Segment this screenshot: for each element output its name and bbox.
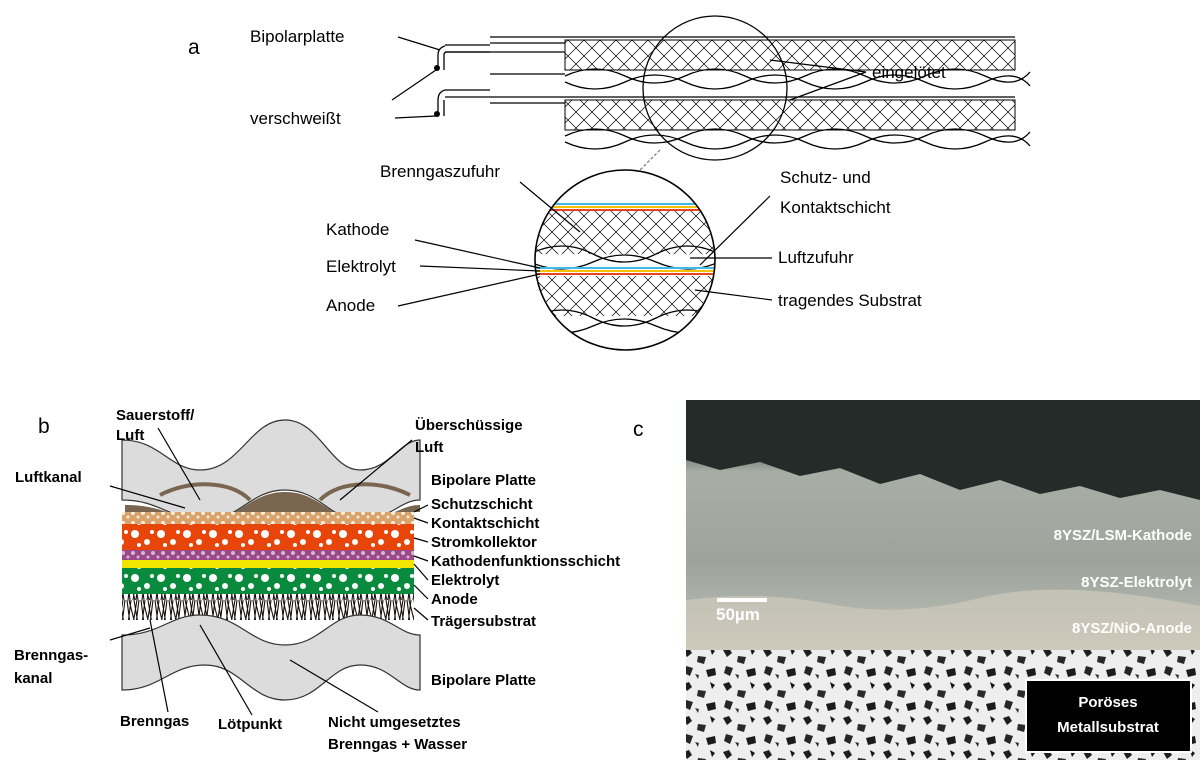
label-elektrolyt-a: Elektrolyt (326, 257, 396, 276)
label-nicht-line1: Nicht umgesetztes (328, 714, 461, 731)
panel-a-letter: a (188, 36, 200, 59)
label-ueberschuss-line2: Luft (415, 439, 443, 456)
label-anode-b: Anode (431, 591, 478, 608)
label-loetpunkt: Lötpunkt (218, 716, 282, 733)
label-luftzufuhr: Luftzufuhr (778, 248, 854, 267)
label-brenngas: Brenngas (120, 713, 189, 730)
label-ueberschuss-line1: Überschüssige (415, 417, 523, 434)
label-schutz-line1: Schutz- und (780, 168, 871, 187)
label-nicht-line2: Brenngas + Wasser (328, 736, 467, 753)
label-bipolarplatte: Bipolarplatte (250, 27, 345, 46)
label-anode-a: Anode (326, 296, 375, 315)
label-eingeloetet: eingelötet (872, 63, 946, 82)
label-bipolare-top: Bipolare Platte (431, 472, 536, 489)
label-kathode: Kathode (326, 220, 389, 239)
label-substrat-line1: Poröses (1078, 694, 1137, 711)
label-brenngaszufuhr: Brenngaszufuhr (380, 162, 500, 181)
label-verschweisst: verschweißt (250, 109, 341, 128)
panel-b-letter: b (38, 415, 50, 438)
label-substrat-line2: Metallsubstrat (1057, 719, 1159, 736)
label-elektrolyt-b: Elektrolyt (431, 572, 499, 589)
zoom-circle (530, 170, 720, 360)
label-substrat: tragendes Substrat (778, 291, 922, 310)
panel-a: a Bipolarplatte verschweißt (188, 16, 1030, 360)
stack-drawing (434, 16, 1030, 190)
electrolyte-layer (122, 560, 414, 568)
label-kontaktschicht: Kontaktschicht (431, 515, 539, 532)
bipolar-plate-bottom (122, 615, 420, 700)
label-brenngaskanal-line2: kanal (14, 670, 52, 687)
substrat-box (1026, 680, 1191, 752)
scale-bar (717, 598, 767, 602)
label-sauerstoff-line2: Luft (116, 427, 144, 444)
panel-c: c 50µm 8YSZ/LSM-Kathode 8YSZ-Elektrolyt … (633, 400, 1200, 760)
scale-label: 50µm (716, 605, 760, 624)
label-lsm-kathode: 8YSZ/LSM-Kathode (1054, 527, 1192, 544)
label-brenngaskanal-line1: Brenngas- (14, 647, 88, 664)
label-kathodenfunktion: Kathodenfunktionsschicht (431, 553, 620, 570)
label-traegersubstrat: Trägersubstrat (431, 613, 536, 630)
label-stromkollektor: Stromkollektor (431, 534, 537, 551)
label-nio-anode: 8YSZ/NiO-Anode (1072, 620, 1192, 637)
label-schutz-line2: Kontaktschicht (780, 198, 891, 217)
label-luftkanal: Luftkanal (15, 469, 82, 486)
label-ysz-elektrolyt: 8YSZ-Elektrolyt (1081, 574, 1192, 591)
label-sauerstoff-line1: Sauerstoff/ (116, 407, 195, 424)
label-bipolare-bottom: Bipolare Platte (431, 672, 536, 689)
label-schutzschicht: Schutzschicht (431, 496, 533, 513)
panel-c-letter: c (633, 418, 644, 441)
panel-b: b Sauerstoff/ Luft Überschüssige Luft Lu… (14, 407, 620, 753)
